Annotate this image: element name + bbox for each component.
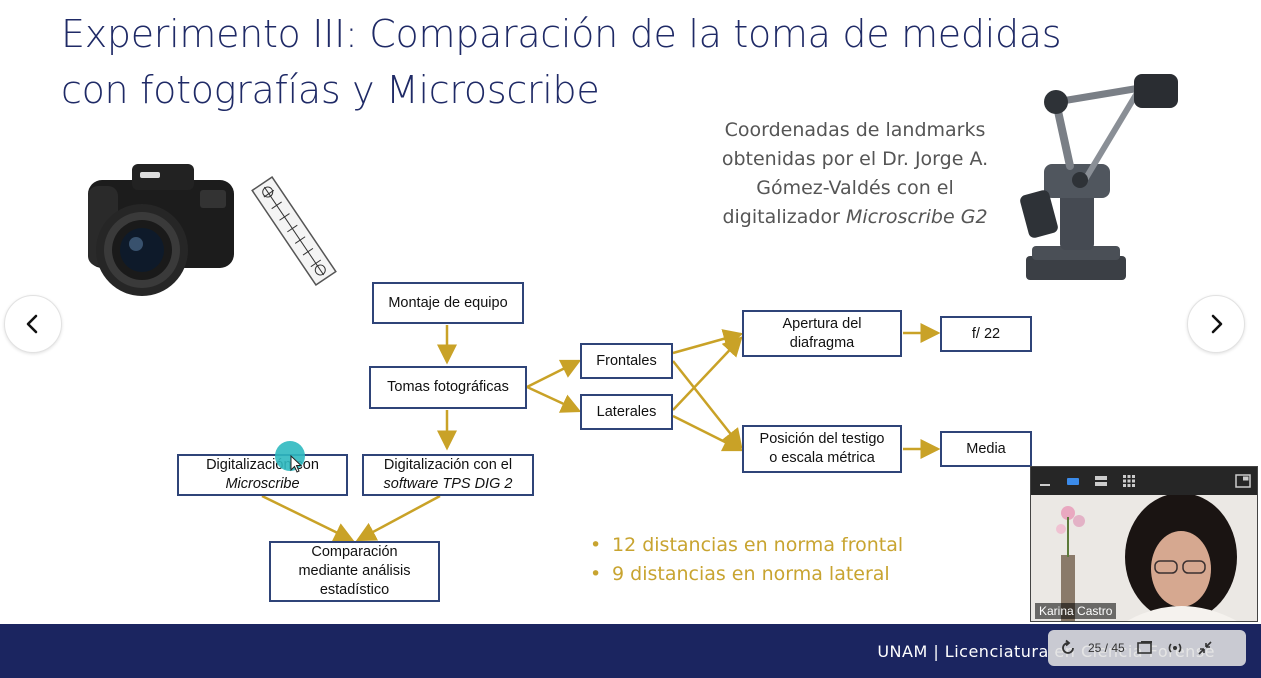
participant-video-feed: Karina Castro xyxy=(1031,495,1257,621)
collapse-icon[interactable] xyxy=(1195,638,1215,658)
scale-ruler-image xyxy=(251,175,337,287)
previous-slide-button[interactable] xyxy=(4,295,62,353)
broadcast-icon[interactable] xyxy=(1165,638,1185,658)
rotate-icon[interactable] xyxy=(1058,638,1078,658)
list-item: 9 distancias en norma lateral xyxy=(590,560,903,589)
box-posicion-testigo: Posición del testigo o escala métrica xyxy=(742,425,902,473)
chevron-left-icon xyxy=(26,314,38,334)
box-apertura-diafragma: Apertura del diafragma xyxy=(742,310,902,357)
participant-name: Karina Castro xyxy=(1035,603,1117,619)
minimize-icon[interactable] xyxy=(1037,473,1053,489)
box-digitalizacion-tps: Digitalización con el software TPS DIG 2 xyxy=(362,454,534,496)
microscribe-arm-image xyxy=(1020,74,1178,280)
box-laterales: Laterales xyxy=(580,394,673,430)
box-frontales: Frontales xyxy=(580,343,673,379)
box-media: Media xyxy=(940,431,1032,467)
video-toolbar xyxy=(1031,467,1257,495)
next-slide-button[interactable] xyxy=(1187,295,1245,353)
box-montaje-equipo: Montaje de equipo xyxy=(372,282,524,324)
gallery-view-icon[interactable] xyxy=(1121,473,1137,489)
box-tomas-fotograficas: Tomas fotográficas xyxy=(369,366,527,409)
box-comparacion-estadistica: Comparación mediante análisis estadístic… xyxy=(269,541,440,602)
strip-view-icon[interactable] xyxy=(1093,473,1109,489)
chevron-right-icon xyxy=(1211,314,1223,334)
slide-title: Experimento III: Comparación de la toma … xyxy=(61,12,1062,112)
list-item: 12 distancias en norma frontal xyxy=(590,531,903,560)
presentation-controls: 25 / 45 xyxy=(1048,630,1246,666)
distances-list: 12 distancias en norma frontal 9 distanc… xyxy=(590,531,903,589)
slides-icon[interactable] xyxy=(1135,638,1155,658)
box-digitalizacion-microscribe: Digitalización con Microscribe xyxy=(177,454,348,496)
speaker-view-icon[interactable] xyxy=(1065,473,1081,489)
box-f22: f/ 22 xyxy=(940,316,1032,352)
microscribe-caption: Coordenadas de landmarks obtenidas por e… xyxy=(721,119,989,228)
participant-video-panel[interactable]: Karina Castro xyxy=(1030,466,1258,622)
pip-icon[interactable] xyxy=(1235,473,1251,489)
camera-image xyxy=(88,164,234,296)
mouse-pointer-icon xyxy=(290,455,303,473)
page-counter: 25 / 45 xyxy=(1088,641,1125,655)
